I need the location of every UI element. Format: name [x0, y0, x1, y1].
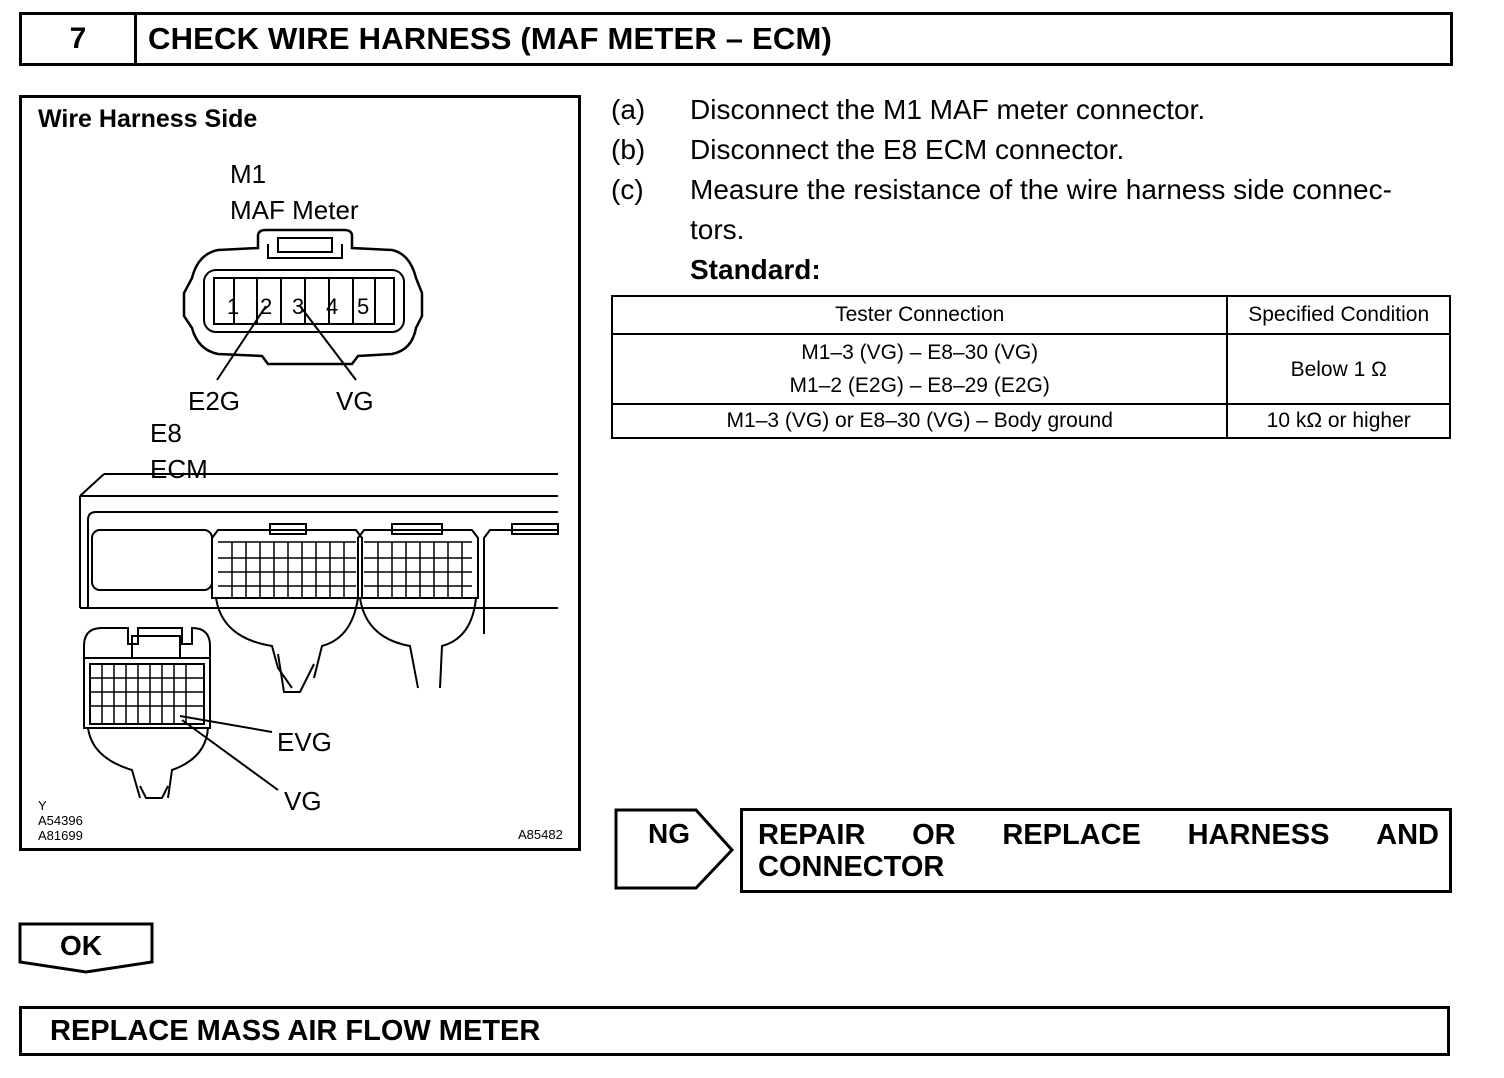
row1-connection-2: M1–2 (E2G) – E8–29 (E2G) — [789, 374, 1050, 397]
step-c-text: Measure the resistance of the wire harne… — [690, 174, 1392, 205]
table-header-row: Tester Connection Specified Condition — [610, 295, 1451, 335]
e8-connector-drawing — [83, 626, 211, 799]
step-header: 7 CHECK WIRE HARNESS (MAF METER – ECM) — [19, 12, 1453, 66]
ng-action-line1: REPAIR OR REPLACE HARNESS AND — [758, 819, 1439, 852]
e8-id: E8 — [150, 418, 182, 448]
final-action-text: REPLACE MASS AIR FLOW METER — [50, 1015, 541, 1047]
ok-arrow-box — [18, 922, 154, 974]
standard-label: Standard: — [690, 254, 821, 285]
step-b-text: Disconnect the E8 ECM connector. — [690, 134, 1125, 165]
code-a2: A81699 — [38, 828, 83, 843]
specification-table: Tester Connection Specified Condition M1… — [610, 295, 1451, 439]
step-a-text: Disconnect the M1 MAF meter connector. — [690, 94, 1206, 125]
label-vg-top: VG — [336, 386, 374, 416]
ng-arrow-box — [614, 808, 735, 890]
step-title: CHECK WIRE HARNESS (MAF METER – ECM) — [148, 21, 833, 56]
code-figure: A85482 — [518, 827, 563, 842]
step-a-label: (a) — [611, 94, 646, 125]
step-number: 7 — [22, 15, 137, 63]
ng-action-word: REPAIR — [758, 819, 866, 851]
m1-connector-drawing — [182, 228, 424, 366]
step-a: (a) Disconnect the M1 MAF meter connecto… — [611, 90, 1456, 130]
step-c-label: (c) — [611, 174, 644, 205]
procedure-steps: (a) Disconnect the M1 MAF meter connecto… — [611, 90, 1456, 290]
code-a1: A54396 — [38, 813, 83, 828]
step-b: (b) Disconnect the E8 ECM connector. — [611, 130, 1456, 170]
pin-4: 4 — [326, 294, 338, 319]
pin-1: 1 — [227, 294, 239, 319]
header-tester-connection: Tester Connection — [610, 295, 1229, 335]
m1-id: M1 — [230, 159, 266, 189]
row1-condition: Below 1 Ω — [1226, 333, 1451, 405]
pin-5: 5 — [357, 294, 369, 319]
table-row: M1–3 (VG) or E8–30 (VG) – Body ground 10… — [610, 403, 1451, 439]
step-b-label: (b) — [611, 134, 646, 165]
ng-action-box: REPAIR OR REPLACE HARNESS AND CONNECTOR — [740, 808, 1452, 893]
m1-name: MAF Meter — [230, 195, 359, 225]
table-row: M1–3 (VG) – E8–30 (VG) M1–2 (E2G) – E8–2… — [610, 333, 1451, 405]
ok-label: OK — [60, 930, 102, 961]
figure-title: Wire Harness Side — [38, 105, 257, 133]
wire-harness-figure: Wire Harness Side M1 MAF Meter 1 2 3 4 5… — [19, 95, 581, 851]
ecm-drawing — [79, 473, 559, 693]
ng-action-word: OR — [912, 819, 956, 851]
ng-label: NG — [648, 818, 690, 849]
row2-connection: M1–3 (VG) or E8–30 (VG) – Body ground — [610, 403, 1229, 439]
step-c-text-cont: tors. — [690, 214, 745, 245]
connector-diagram: Wire Harness Side M1 MAF Meter 1 2 3 4 5… — [38, 105, 563, 843]
code-y: Y — [38, 798, 47, 813]
header-specified-condition: Specified Condition — [1226, 295, 1451, 335]
final-action-box: REPLACE MASS AIR FLOW METER — [19, 1006, 1450, 1056]
label-e2g: E2G — [188, 386, 240, 416]
pin-3: 3 — [292, 294, 304, 319]
ng-action-word: AND — [1376, 819, 1439, 851]
row1-connections: M1–3 (VG) – E8–30 (VG) M1–2 (E2G) – E8–2… — [610, 333, 1229, 405]
e8-name: ECM — [150, 454, 208, 484]
label-evg: EVG — [277, 727, 332, 757]
label-vg-bottom: VG — [284, 786, 322, 816]
row1-connection-1: M1–3 (VG) – E8–30 (VG) — [801, 341, 1039, 364]
ng-action-line2: CONNECTOR — [758, 851, 945, 883]
ng-action-word: HARNESS — [1187, 819, 1330, 851]
row2-condition: 10 kΩ or higher — [1226, 403, 1451, 439]
step-c: (c) Measure the resistance of the wire h… — [611, 170, 1456, 250]
ng-action-word: REPLACE — [1002, 819, 1141, 851]
